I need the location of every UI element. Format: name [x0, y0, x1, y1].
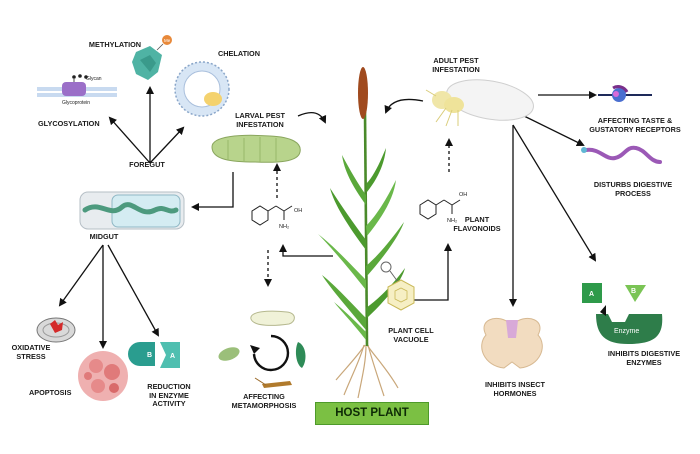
host-plant-icon	[318, 67, 405, 399]
enzyme-substrate-a: A	[589, 291, 594, 298]
plant-cell-vacuole-icon	[387, 279, 415, 311]
label-inhibits-enzymes: INHIBITS DIGESTIVE ENZYMES	[607, 349, 681, 367]
host-plant-label: HOST PLANT	[315, 402, 429, 425]
arrow-adult-enzymes	[512, 124, 597, 262]
arrow-foregut-chelation	[149, 126, 185, 164]
label-oxidative-stress: OXIDATIVE STRESS	[11, 343, 51, 361]
enzyme-b-letter: B	[147, 352, 152, 359]
label-inhibits-hormones: INHIBITS INSECT HORMONES	[485, 380, 545, 398]
chem-nh2-left: NH₂	[279, 224, 289, 230]
label-chelation: CHELATION	[217, 49, 261, 58]
taste-receptor-icon	[598, 85, 652, 102]
phenylalanine-structure-right	[419, 199, 461, 220]
apoptosis-icon	[78, 351, 128, 401]
glycoprotein-label: Glycoprotein	[62, 100, 90, 106]
arrow-midgut-enzyme	[107, 244, 159, 337]
label-plant-cell-vacuole: PLANT CELL VACUOLE	[388, 326, 434, 344]
label-adult-infestation: ADULT PEST INFESTATION	[432, 56, 480, 74]
chem-oh-right: OH	[459, 192, 467, 198]
arrow-foregut-glycosylation	[108, 116, 151, 164]
label-reduction-enzyme: REDUCTION IN ENZYME ACTIVITY	[147, 382, 191, 409]
arrow-adult-digestive	[521, 114, 585, 146]
arrow-vacuole-flavonoids	[405, 243, 452, 301]
label-midgut: MIDGUT	[89, 232, 119, 241]
arrow-larva-plant	[297, 111, 327, 124]
label-plant-flavonoids: PLANT FLAVONOIDS	[453, 215, 501, 233]
enzyme-substrate-b: B	[631, 288, 636, 295]
adult-pest-icon	[425, 79, 534, 127]
larva-icon	[211, 134, 301, 163]
dashed-arrows	[264, 138, 453, 287]
enzyme-label-right: Enzyme	[614, 328, 639, 335]
glycoprotein-icon	[37, 74, 117, 97]
enzyme-reduction-icon	[128, 342, 180, 368]
insect-hormone-icon	[481, 318, 543, 369]
phenylalanine-structure-left	[251, 205, 293, 226]
oxidative-stress-icon	[36, 317, 76, 343]
label-methylation: METHYLATION	[88, 40, 142, 49]
glycan-label: Glycan	[86, 76, 102, 82]
methylation-icon	[132, 35, 172, 80]
label-disturbs-digestive: DISTURBS DIGESTIVE PROCESS	[593, 180, 673, 198]
chem-oh-left: OH	[294, 208, 302, 214]
arrow-plant-chem-left	[279, 244, 333, 257]
methyl-me-label: Me	[164, 38, 171, 43]
label-foregut: FOREGUT	[129, 160, 165, 169]
chem-nh2-right: NH₂	[447, 218, 457, 224]
enzyme-a-letter: A	[170, 353, 175, 360]
arrow-larva-gut	[191, 172, 234, 211]
label-larval-infestation: LARVAL PEST INFESTATION	[235, 111, 285, 129]
enzyme-inhibition-icon	[582, 283, 663, 344]
label-apoptosis: APOPTOSIS	[29, 388, 72, 397]
label-affecting-metamorphosis: AFFECTING METAMORPHOSIS	[231, 392, 297, 410]
arrow-midgut-oxidative	[58, 244, 104, 307]
chelation-icon	[174, 61, 230, 117]
arrow-adult-plant	[384, 98, 424, 114]
label-affecting-taste: AFFECTING TASTE & GUSTATORY RECEPTORS	[589, 116, 681, 134]
digestive-process-icon	[581, 145, 662, 164]
metamorphosis-cycle	[218, 310, 306, 388]
label-glycosylation: GLYCOSYLATION	[38, 119, 100, 128]
gut-icon	[79, 191, 185, 230]
arrows	[58, 86, 597, 349]
